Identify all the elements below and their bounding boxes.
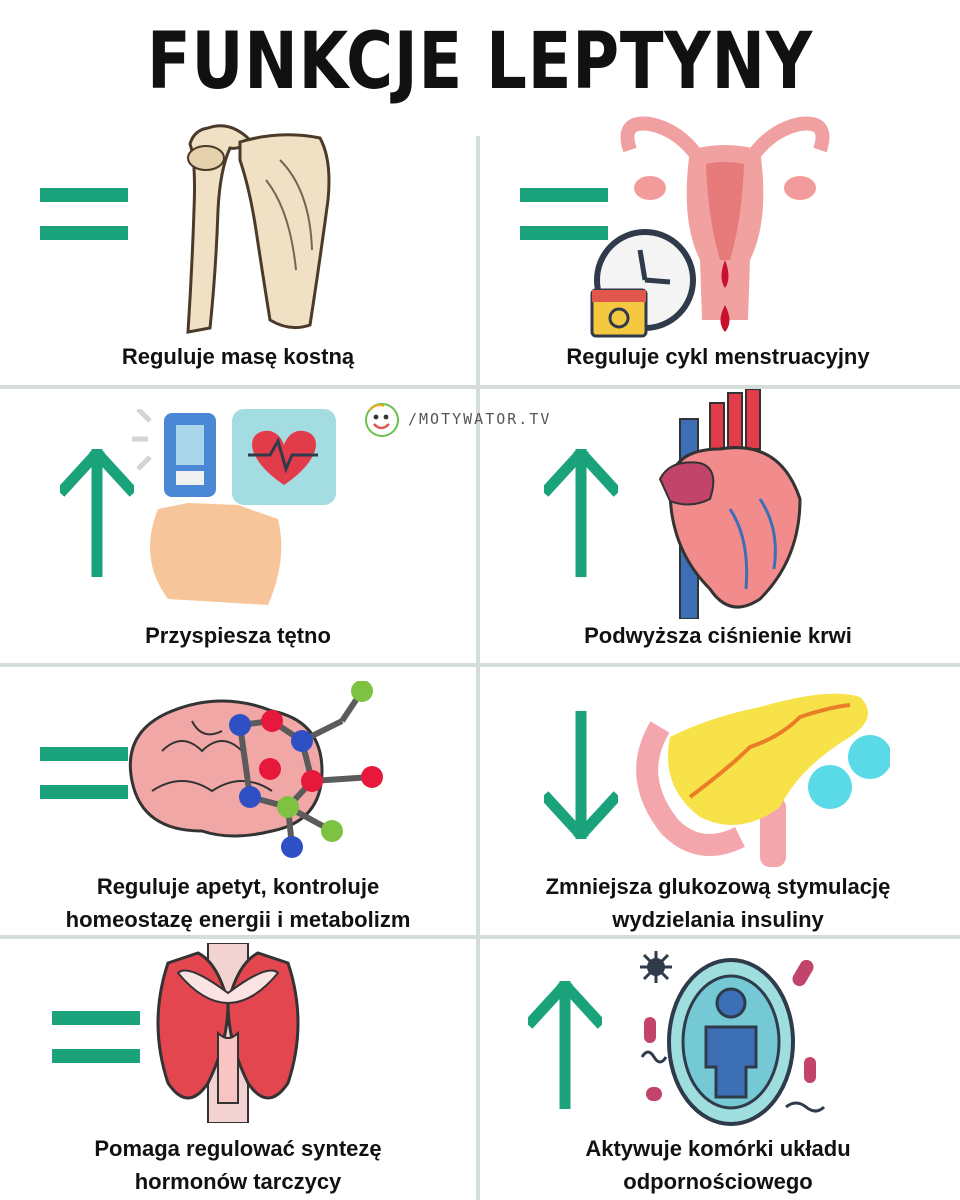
page-title: FUNKCJE LEPTYNY [147, 17, 813, 107]
cell-label: Przyspiesza tętno [145, 623, 331, 648]
cell-appetite: Reguluje apetyt, kontroluje homeostazę e… [0, 667, 476, 935]
vertical-divider [476, 136, 480, 1200]
smiley-logo-icon [365, 403, 399, 437]
pancreas-icon [636, 693, 890, 867]
arrow-down-icon [544, 711, 618, 839]
immune-cell-icon [640, 951, 826, 1126]
brain-molecule-icon [128, 681, 383, 858]
horizontal-divider-2 [0, 663, 960, 667]
cell-blood-pressure: Podwyższa ciśnienie krwi [480, 389, 956, 663]
equal-icon [40, 747, 128, 799]
thyroid-icon [156, 943, 300, 1123]
cell-heart-rate: Przyspiesza tętno [0, 389, 476, 663]
cell-label: Aktywuje komórki układu odpornościowego [585, 1136, 851, 1194]
cell-label: Reguluje cykl menstruacyjny [566, 344, 870, 369]
cell-immune: Aktywuje komórki układu odpornościowego [480, 939, 956, 1200]
cell-label: Pomaga regulować syntezę hormonów tarczy… [94, 1136, 382, 1194]
shoulder-bone-icon [186, 124, 331, 334]
arrow-up-icon [60, 449, 134, 577]
horizontal-divider-3 [0, 935, 960, 939]
cell-label: Podwyższa ciśnienie krwi [584, 623, 852, 648]
pulse-oximeter-icon [132, 409, 336, 605]
cell-insulin: Zmniejsza glukozową stymulację wydzielan… [480, 667, 956, 935]
arrow-up-icon [528, 981, 602, 1109]
uterus-clock-icon [590, 116, 830, 338]
cell-label: Reguluje apetyt, kontroluje homeostazę e… [65, 874, 411, 932]
cell-label: Zmniejsza glukozową stymulację wydzielan… [545, 874, 891, 932]
cell-menstrual-cycle: Reguluje cykl menstruacyjny [480, 110, 956, 385]
heart-icon [658, 389, 802, 619]
cell-label: Reguluje masę kostną [121, 344, 355, 369]
cell-bone-mass: Reguluje masę kostną [0, 110, 476, 385]
equal-icon [40, 188, 128, 240]
cell-thyroid: Pomaga regulować syntezę hormonów tarczy… [0, 939, 476, 1200]
equal-icon [52, 1011, 140, 1063]
horizontal-divider-1 [0, 385, 960, 389]
arrow-up-icon [544, 449, 618, 577]
watermark-text: /MOTYWATOR.TV [408, 410, 552, 428]
watermark: /MOTYWATOR.TV [362, 400, 572, 440]
equal-icon [520, 188, 608, 240]
